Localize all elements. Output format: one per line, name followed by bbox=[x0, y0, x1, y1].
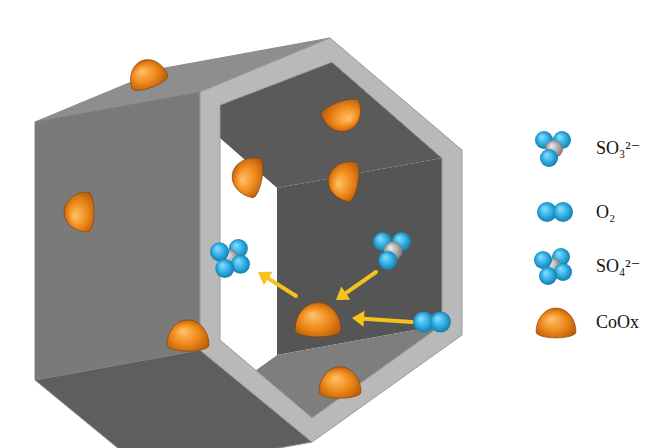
coox-dome bbox=[319, 367, 361, 399]
coox-dome bbox=[325, 158, 361, 203]
coox-dome bbox=[124, 54, 169, 94]
coox-dome bbox=[229, 154, 265, 199]
coox-dome bbox=[167, 320, 209, 352]
legend-icons bbox=[534, 131, 576, 338]
sulfate-molecule bbox=[210, 239, 250, 278]
arrow-head bbox=[352, 311, 365, 327]
atom bbox=[378, 251, 397, 270]
reaction-arrows bbox=[258, 272, 412, 327]
prism-frame bbox=[35, 38, 462, 448]
atom bbox=[210, 242, 229, 261]
atom bbox=[430, 312, 451, 333]
sulfite-molecule bbox=[535, 131, 571, 167]
inner-wall bbox=[55, 105, 220, 370]
legend-label: SO₃²⁻ bbox=[596, 136, 640, 160]
atom bbox=[534, 251, 552, 269]
coox-dome bbox=[64, 192, 94, 232]
inner-wall bbox=[277, 158, 442, 355]
legend-entry: O₂ bbox=[596, 200, 615, 224]
atom bbox=[539, 267, 557, 285]
legend-entry: SO₄²⁻ bbox=[596, 254, 640, 278]
atom bbox=[540, 149, 558, 167]
legend-label: CoOx bbox=[596, 310, 639, 334]
sulfite-molecule bbox=[373, 232, 411, 270]
molecules bbox=[210, 232, 451, 332]
reaction-arrow bbox=[364, 319, 412, 322]
oxygen-molecule bbox=[413, 312, 451, 333]
legend-label: SO₄²⁻ bbox=[596, 254, 640, 278]
coox-dome bbox=[295, 302, 341, 337]
legend-entry: CoOx bbox=[596, 310, 639, 334]
atom bbox=[215, 259, 234, 278]
coox-dome bbox=[319, 96, 367, 138]
back-opening bbox=[55, 92, 277, 448]
arrow-head bbox=[336, 287, 350, 300]
arrow-head bbox=[258, 272, 272, 286]
reaction-arrow bbox=[346, 272, 376, 293]
front-rim bbox=[200, 38, 462, 442]
reaction-arrow bbox=[268, 278, 296, 296]
legend-label: O₂ bbox=[596, 200, 615, 224]
coox-particles bbox=[64, 54, 367, 398]
legend-entry: SO₃²⁻ bbox=[596, 136, 640, 160]
sulfate-molecule bbox=[534, 248, 572, 285]
atom bbox=[553, 202, 573, 222]
coox-dome bbox=[536, 308, 576, 338]
oxygen-molecule bbox=[537, 202, 573, 222]
